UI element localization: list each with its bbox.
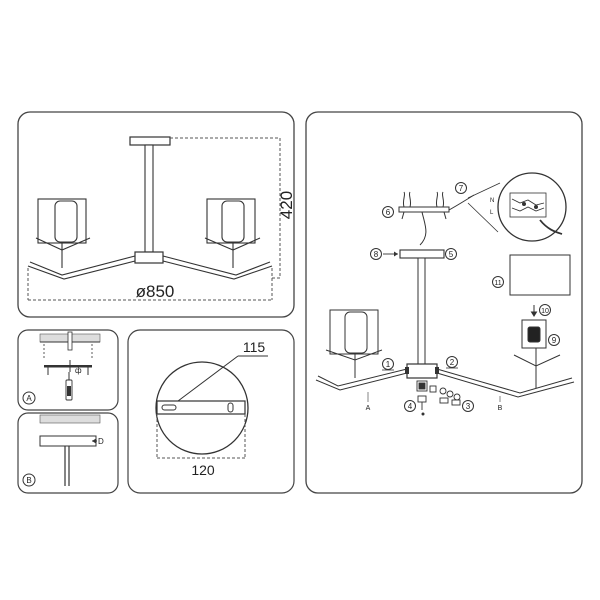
callout-11: 11 (494, 280, 501, 287)
ceiling-bracket (398, 191, 475, 246)
panel-overall-dimensions: 420 ø850 (17, 111, 296, 318)
panel-mounting-steps: ф A D B (17, 329, 119, 494)
step-b-fixing: D B (22, 414, 104, 487)
suspension-rod (417, 257, 426, 365)
step-a-label: A (26, 394, 32, 403)
callout-10: 10 (541, 308, 549, 315)
step-b-label: B (26, 476, 31, 485)
arm-b-label: B (498, 405, 503, 412)
center-rod (144, 144, 154, 253)
assembly-hub (406, 363, 438, 379)
small-part-arrow (421, 412, 425, 416)
plate-slot-right (227, 402, 234, 413)
assembly-arms (315, 368, 575, 398)
callout-4: 4 (408, 402, 413, 411)
canopy (399, 249, 445, 259)
callout-9: 9 (552, 336, 557, 345)
assembly-shade-left (325, 309, 383, 378)
plate-width-dimension (156, 414, 246, 459)
callout-2: 2 (450, 358, 455, 367)
mounting-plate-bar (156, 400, 246, 415)
panel-exploded-assembly: 7 6 N L 8 5 (305, 111, 583, 494)
step-b-badge (22, 473, 36, 487)
step-a-badge (22, 391, 36, 405)
callout-8: 8 (374, 250, 379, 259)
arms (27, 255, 273, 280)
diameter-label: ø850 (136, 282, 175, 301)
height-dimension (170, 137, 281, 279)
plate-slot-left (161, 404, 177, 411)
svg-text:N: N (490, 198, 494, 204)
ceiling-canopy (129, 136, 171, 146)
callout-5: 5 (449, 250, 454, 259)
plate-dimension-120: 120 (191, 462, 215, 478)
callout-7: 7 (459, 184, 464, 193)
height-label: 420 (277, 191, 296, 219)
callout-6: 6 (386, 208, 391, 217)
center-hub (134, 251, 164, 264)
wiring-detail: N L (467, 172, 567, 242)
svg-text:L: L (490, 210, 494, 216)
step-a-drilling: ф A (22, 331, 101, 405)
screw-mark: D (98, 437, 104, 446)
arm-a-label: A (366, 405, 371, 412)
plate-dimension-115: 115 (243, 339, 266, 355)
hardware-parts (416, 380, 461, 410)
lamp-shade-right (204, 198, 261, 268)
diameter-dimension (27, 268, 273, 301)
callout-3: 3 (466, 402, 471, 411)
lamp-shade-left (35, 198, 91, 268)
assembly-shade-right (509, 254, 571, 388)
callout-1: 1 (386, 360, 391, 369)
panel-mounting-plate: 115 120 (127, 329, 295, 494)
wire-fastener: ф (75, 366, 82, 375)
